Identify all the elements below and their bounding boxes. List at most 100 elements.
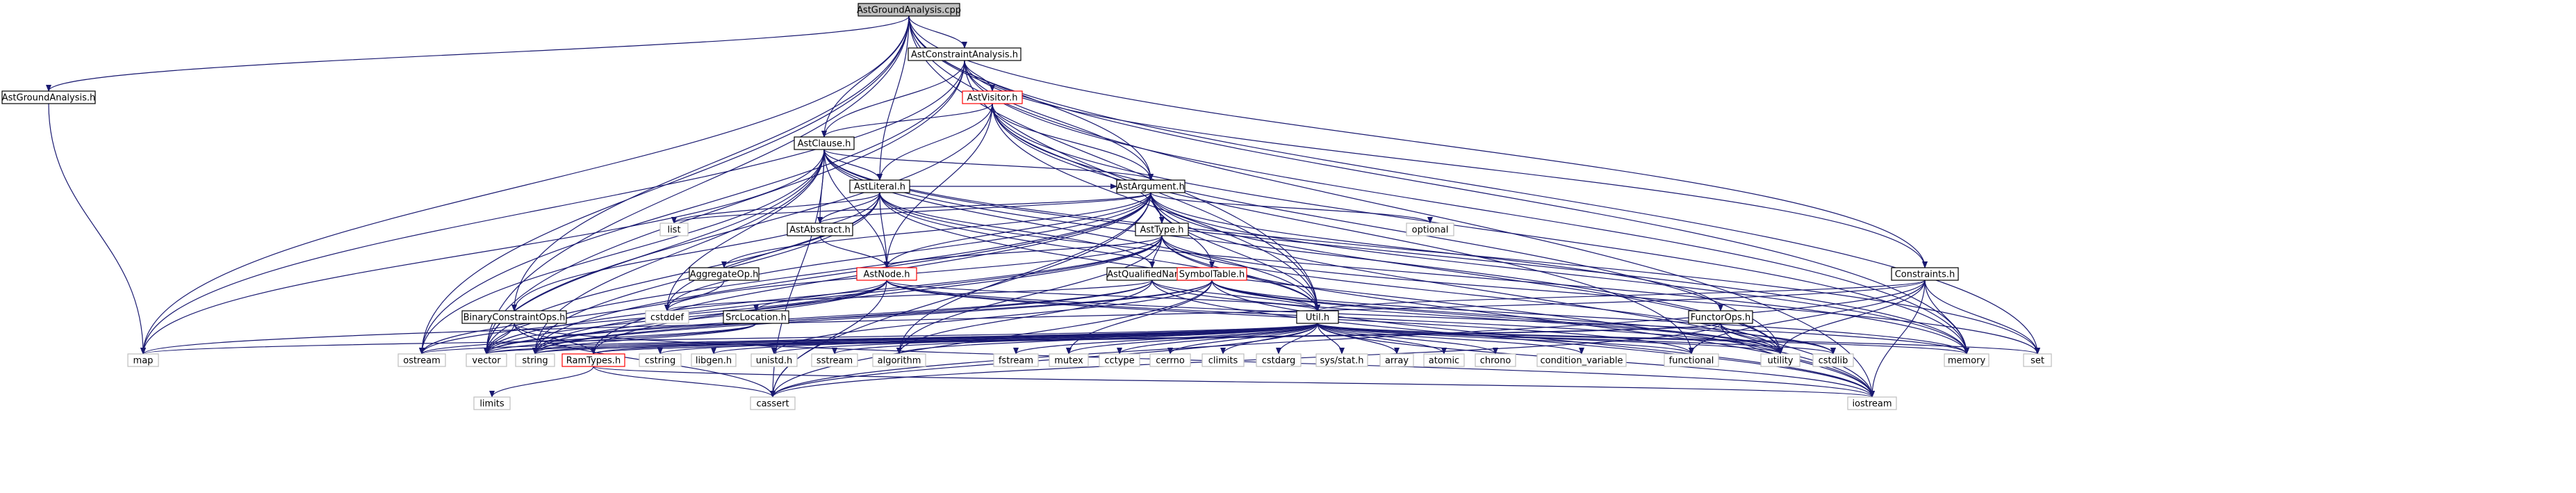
node-box — [2023, 353, 2052, 367]
node-box — [1296, 310, 1339, 324]
node-box — [1116, 179, 1186, 193]
node-label: ostream — [403, 356, 441, 366]
node-label: memory — [1948, 356, 1986, 366]
node-chrono: chrono — [1475, 353, 1516, 367]
node-label: limits — [479, 399, 504, 410]
node-cctype: cctype — [1099, 353, 1140, 367]
node-box — [1379, 353, 1414, 367]
nodes-layer: AstGroundAnalysis.cppAstGroundAnalysis.h… — [1, 3, 2052, 410]
node-symboltable-h[interactable]: SymbolTable.h — [1176, 267, 1247, 281]
edge-astvisitor-h-to-astclause-h — [821, 103, 993, 138]
node-astvisitor-h[interactable]: AstVisitor.h — [962, 90, 1023, 104]
node-limits: limits — [473, 396, 511, 410]
node-memory: memory — [1944, 353, 1990, 367]
node-box — [1760, 353, 1800, 367]
node-box — [750, 353, 798, 367]
node-constraints-h[interactable]: Constraints.h — [1891, 267, 1959, 281]
node-label: AstQualifiedName.h — [1107, 270, 1197, 280]
edge-astgroundanalysis-cpp-to-iostream — [908, 15, 1875, 398]
edge-astliteral-h-to-memory — [879, 192, 1969, 355]
node-astqualifiedname-h[interactable]: AstQualifiedName.h — [1106, 267, 1198, 281]
node-label: array — [1385, 356, 1409, 366]
node-box — [723, 310, 789, 324]
edge-functorops-h-to-cassert — [770, 323, 1721, 398]
node-astgroundanalysis-cpp[interactable]: AstGroundAnalysis.cpp — [857, 3, 961, 17]
node-label: sys/stat.h — [1320, 356, 1364, 366]
edge-astgroundanalysis-cpp-to-map — [140, 15, 910, 355]
node-box — [1423, 353, 1465, 367]
node-box — [993, 353, 1039, 367]
node-array: array — [1379, 353, 1414, 367]
node-astgroundanalysis-h[interactable]: AstGroundAnalysis.h — [1, 90, 96, 104]
edge-astclause-h-to-util-h — [823, 149, 1320, 312]
node-label: iostream — [1852, 399, 1892, 410]
edge-constraints-h-to-map — [140, 280, 1926, 355]
node-astconstraintanalysis-h[interactable]: AstConstraintAnalysis.h — [908, 47, 1022, 61]
node-aggregateop-h[interactable]: AggregateOp.h — [689, 267, 760, 281]
node-box — [794, 136, 855, 150]
edge-astgroundanalysis-cpp-to-vector — [484, 15, 910, 355]
edge-astclause-h-to-ostream — [419, 149, 825, 355]
node-cerrno: cerrno — [1149, 353, 1191, 367]
node-label: functional — [1669, 356, 1714, 366]
node-box — [849, 179, 910, 193]
edge-util-h-to-mutex — [1066, 323, 1318, 355]
node-box — [561, 353, 625, 367]
edge-astgroundanalysis-cpp-to-astliteral-h — [877, 15, 910, 181]
edge-astargument-h-to-util-h — [1150, 192, 1320, 312]
node-label: SrcLocation.h — [725, 313, 787, 323]
node-label: cstring — [645, 356, 675, 366]
node-label: Constraints.h — [1895, 270, 1955, 280]
node-cstdlib: cstdlib — [1812, 353, 1854, 367]
node-label: AstType.h — [1140, 225, 1184, 236]
node-label: FunctorOps.h — [1691, 313, 1750, 323]
node-binaryconstraintops-h[interactable]: BinaryConstraintOps.h — [461, 310, 567, 324]
edge-astgroundanalysis-cpp-to-astgroundanalysis-h — [46, 15, 910, 92]
node-ramtypes-h[interactable]: RamTypes.h — [561, 353, 625, 367]
node-box — [1176, 267, 1247, 281]
edge-util-h-to-climits — [1220, 323, 1318, 355]
node-fstream: fstream — [993, 353, 1039, 367]
edge-astvisitor-h-to-astliteral-h — [877, 103, 993, 181]
node-box — [1099, 353, 1140, 367]
edge-astargument-h-to-aggregateop-h — [721, 192, 1151, 268]
node-astargument-h[interactable]: AstArgument.h — [1116, 179, 1186, 193]
edge-astargument-h-to-vector — [484, 192, 1151, 355]
node-label: algorithm — [878, 356, 921, 366]
node-box — [1, 90, 96, 104]
node-label: unistd.h — [756, 356, 793, 366]
node-label: climits — [1208, 356, 1238, 366]
edge-astclause-h-to-cstddef — [664, 149, 825, 312]
node-astnode-h[interactable]: AstNode.h — [856, 267, 917, 281]
node-box — [787, 223, 853, 236]
edge-astnode-h-to-srclocation-h — [753, 280, 887, 312]
node-map: map — [127, 353, 159, 367]
node-vector: vector — [466, 353, 507, 367]
edge-astliteral-h-to-list — [671, 192, 880, 224]
node-label: AstLiteral.h — [854, 182, 905, 193]
node-label: libgen.h — [696, 356, 732, 366]
node-box — [689, 267, 760, 281]
edge-astnode-h-to-cassert — [770, 280, 887, 398]
node-label: cstdarg — [1262, 356, 1296, 366]
edge-astvisitor-h-to-memory — [992, 103, 1969, 355]
node-label: AggregateOp.h — [690, 270, 759, 280]
edge-astclause-h-to-astnode-h — [823, 149, 889, 268]
node-mutex: mutex — [1049, 353, 1089, 367]
node-box — [908, 47, 1022, 61]
node-astabstract-h[interactable]: AstAbstract.h — [787, 223, 853, 236]
node-sys-stat-h: sys/stat.h — [1315, 353, 1368, 367]
node-srclocation-h[interactable]: SrcLocation.h — [723, 310, 789, 324]
edge-astargument-h-to-astnode-h — [884, 192, 1151, 268]
node-astclause-h[interactable]: AstClause.h — [794, 136, 855, 150]
node-astliteral-h[interactable]: AstLiteral.h — [849, 179, 910, 193]
node-asttype-h[interactable]: AstType.h — [1135, 223, 1189, 236]
edge-astconstraintanalysis-h-to-astargument-h — [964, 60, 1154, 181]
node-label: AstAbstract.h — [789, 225, 851, 236]
edge-astclause-h-to-set — [823, 149, 2040, 355]
node-label: AstGroundAnalysis.h — [2, 93, 96, 104]
node-util-h[interactable]: Util.h — [1296, 310, 1339, 324]
node-box — [1664, 353, 1719, 367]
node-label: cctype — [1104, 356, 1134, 366]
node-functorops-h[interactable]: FunctorOps.h — [1688, 310, 1753, 324]
